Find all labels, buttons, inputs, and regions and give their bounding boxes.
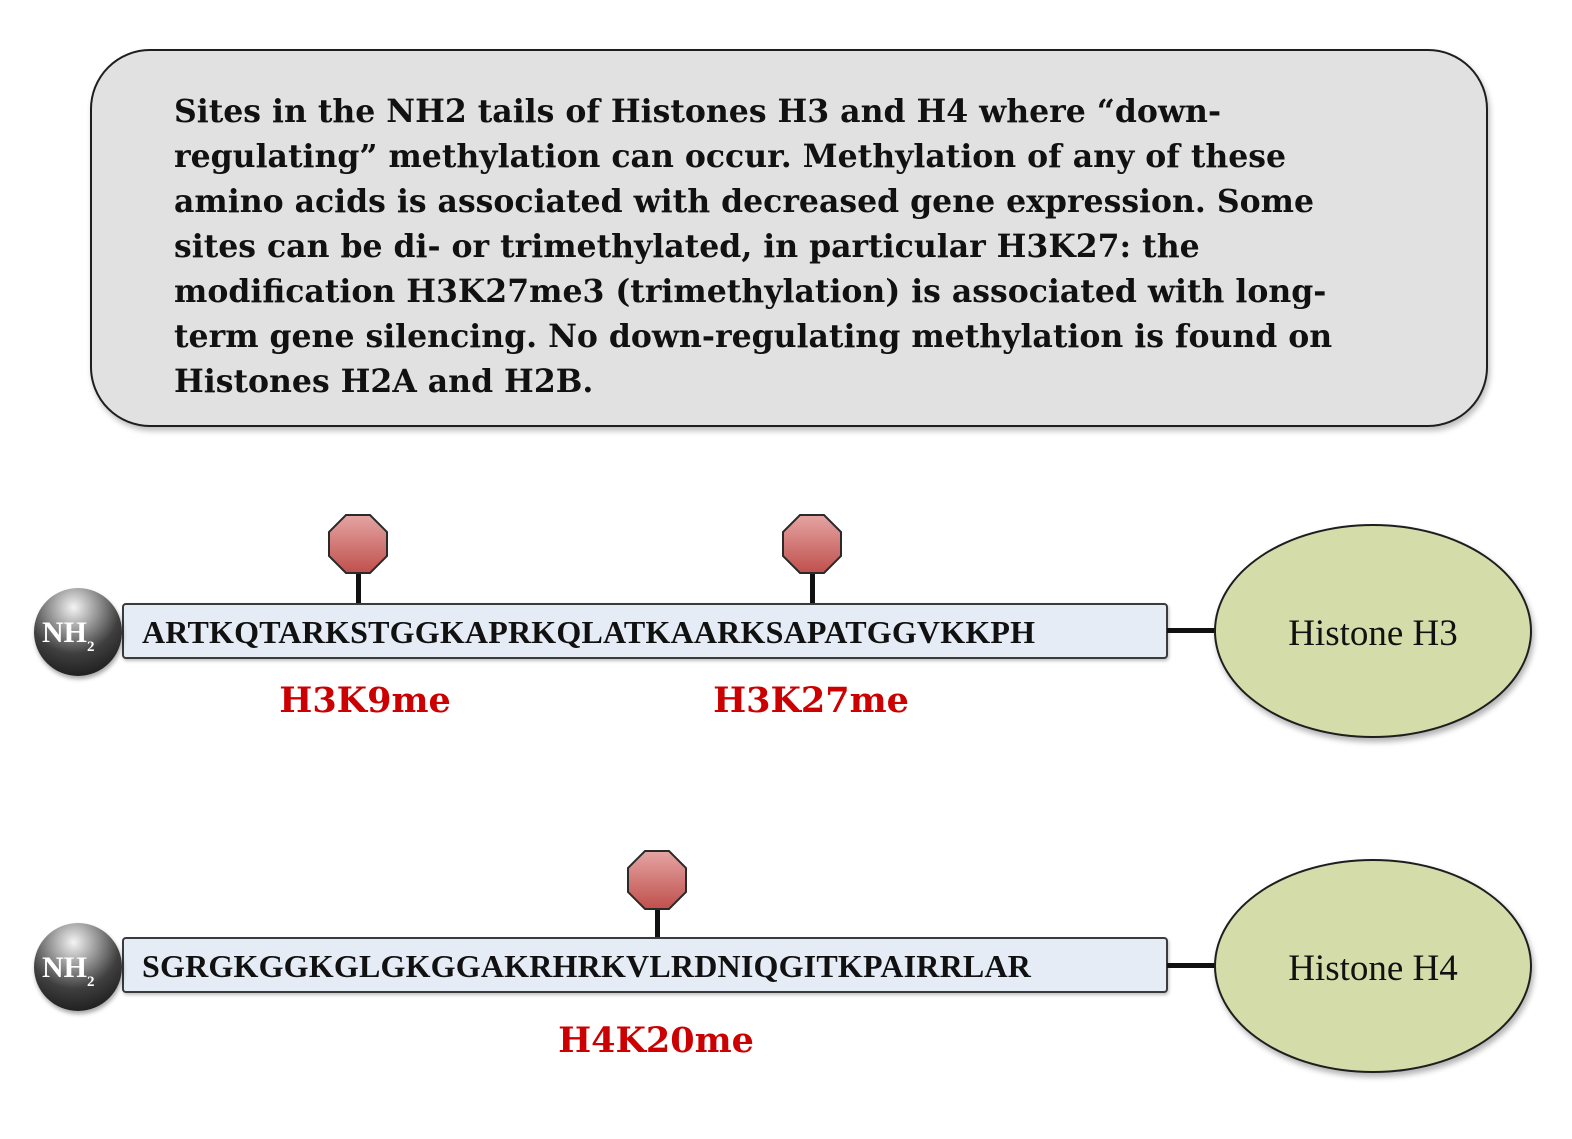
- h3k9-stem: [356, 573, 361, 619]
- h4-sequence: SGRGKGGKGLGKGGAKRHRKVLRDNIQGITKPAIRRLAR: [142, 948, 1032, 984]
- caption-text: Sites in the NH2 tails of Histones H3 an…: [174, 89, 1449, 404]
- histone-h4-core: Histone H4: [1214, 859, 1532, 1073]
- h4-nh2-label: NH: [42, 951, 87, 984]
- h3-connector: [1167, 628, 1215, 633]
- histone-h4-label: Histone H4: [1288, 948, 1458, 989]
- h3-nh2-subscript: 2: [87, 639, 95, 655]
- h3-nh2-terminus-icon: NH2: [34, 588, 122, 676]
- h4-connector: [1167, 963, 1215, 968]
- h4k20me-label: H4K20me: [558, 1020, 754, 1061]
- h4-sequence-bar: SGRGKGGKGLGKGGAKRHRKVLRDNIQGITKPAIRRLAR: [122, 937, 1168, 993]
- h4k20-stem: [655, 908, 660, 954]
- caption-line: amino acids is associated with decreased…: [174, 183, 1314, 220]
- caption-line: modification H3K27me3 (trimethylation) i…: [174, 273, 1327, 310]
- h3-sequence: ARTKQTARKSTGGKAPRKQLATKAARKSAPATGGVKKPH: [142, 614, 1036, 650]
- h4-nh2-terminus-icon: NH2: [34, 923, 122, 1011]
- h3k27-methyl-marker-icon: [782, 514, 842, 574]
- h3-sequence-bar: ARTKQTARKSTGGKAPRKQLATKAARKSAPATGGVKKPH: [122, 603, 1168, 659]
- caption-box: Sites in the NH2 tails of Histones H3 an…: [90, 49, 1488, 427]
- histone-h3-core: Histone H3: [1214, 524, 1532, 738]
- caption-line: term gene silencing. No down-regulating …: [174, 318, 1333, 355]
- h3k27-stem: [810, 573, 815, 619]
- h3k9-methyl-marker-icon: [328, 514, 388, 574]
- caption-line: Sites in the NH2 tails of Histones H3 an…: [174, 93, 1222, 130]
- histone-h3-label: Histone H3: [1288, 613, 1458, 654]
- caption-line: Histones H2A and H2B.: [174, 363, 594, 400]
- h3k9me-label: H3K9me: [279, 680, 451, 721]
- h3-nh2-label: NH: [42, 616, 87, 649]
- caption-line: regulating” methylation can occur. Methy…: [174, 138, 1287, 175]
- caption-line: sites can be di- or trimethylated, in pa…: [174, 228, 1200, 265]
- h4k20-methyl-marker-icon: [627, 850, 687, 910]
- h3k27me-label: H3K27me: [713, 680, 909, 721]
- h4-nh2-subscript: 2: [87, 974, 95, 990]
